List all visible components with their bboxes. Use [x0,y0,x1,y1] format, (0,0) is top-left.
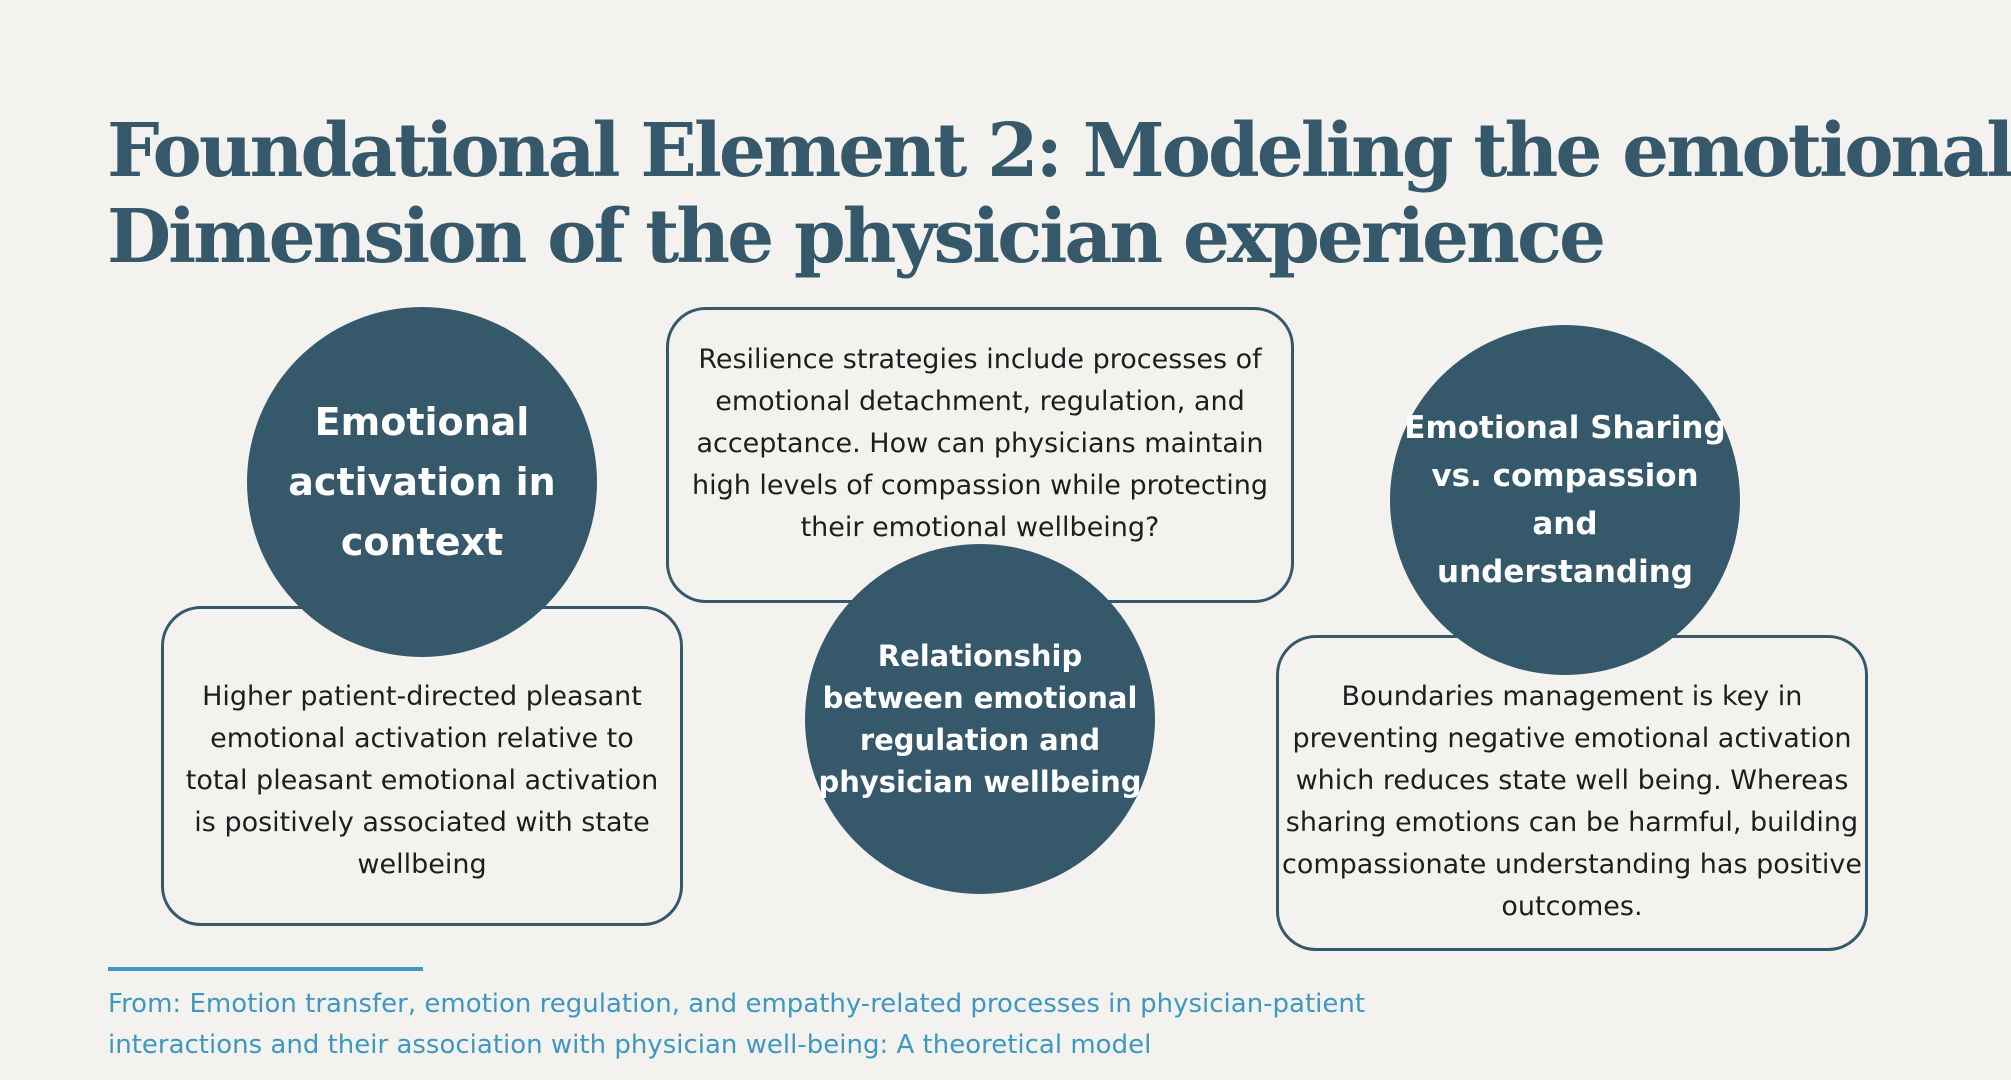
source-line: From: Emotion transfer, emotion regulati… [108,989,1366,1019]
circle-label-line: activation in [288,460,556,504]
circle-emotional-sharing: Emotional Sharing vs. compassion and und… [1390,325,1740,675]
box-text: Higher patient-directed pleasant emotion… [186,676,659,886]
box-text-line: sharing emotions can be harmful, buildin… [1285,807,1859,838]
box-text-line: preventing negative emotional activation [1292,723,1852,754]
source-line: interactions and their association with … [108,1030,1152,1060]
circle-emotional-activation: Emotional activation in context [247,307,597,657]
circle-label-line: Relationship [877,639,1083,673]
box-text-line: is positively associated with state [194,807,650,838]
circle-label-line: regulation and [859,723,1101,757]
box-boundaries-management-text: Boundaries management is key in preventi… [1276,635,1868,951]
circle-label: Emotional activation in context [288,392,555,572]
box-text-line: emotional activation relative to [210,723,634,754]
box-text-line: wellbeing [357,849,487,880]
box-text-line: acceptance. How can physicians maintain [696,428,1264,459]
box-emotional-activation-text: Higher patient-directed pleasant emotion… [161,606,683,926]
box-text-line: emotional detachment, regulation, and [715,386,1245,417]
circle-label: Relationship between emotional regulatio… [818,635,1141,803]
circle-label-line: physician wellbeing [818,765,1142,799]
circle-label-line: understanding [1437,554,1693,590]
circle-regulation-wellbeing: Relationship between emotional regulatio… [805,544,1155,894]
circle-label-line: context [340,520,504,564]
box-text-line: their emotional wellbeing? [800,512,1160,543]
circle-label: Emotional Sharing vs. compassion and und… [1404,404,1725,596]
box-text: Resilience strategies include processes … [692,339,1268,549]
box-text-line: high levels of compassion while protecti… [691,470,1269,501]
box-text-line: total pleasant emotional activation [185,765,659,796]
title-line: Foundational Element 2: Modeling the emo… [107,108,2011,194]
circle-label-line: and [1532,506,1598,542]
source-divider [108,967,423,971]
box-text-line: outcomes. [1501,891,1643,922]
circle-label-line: Emotional [314,400,530,444]
box-text-line: which reduces state well being. Whereas [1295,765,1849,796]
box-text-line: Higher patient-directed pleasant [202,681,642,712]
slide-title: Foundational Element 2: Modeling the emo… [107,108,2011,280]
circle-label-line: vs. compassion [1431,458,1699,494]
box-text-line: Resilience strategies include processes … [698,344,1262,375]
box-text-line: Boundaries management is key in [1341,681,1803,712]
circle-label-line: Emotional Sharing [1404,410,1726,446]
source-citation: From: Emotion transfer, emotion regulati… [108,984,1808,1066]
title-line: Dimension of the physician experience [107,194,1606,280]
circle-label-line: between emotional [822,681,1138,715]
box-text: Boundaries management is key in preventi… [1282,676,1862,928]
box-text-line: compassionate understanding has positive [1281,849,1862,880]
